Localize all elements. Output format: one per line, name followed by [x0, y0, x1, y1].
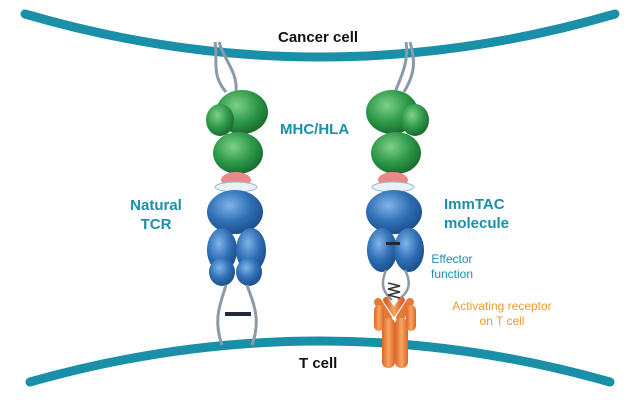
activating-receptor — [374, 297, 416, 368]
cancer-cell-membrane — [20, 9, 620, 62]
mhc-domain-right-bottom — [371, 132, 421, 174]
t-cell-label: T cell — [299, 355, 338, 372]
effector-function-label: Effector function — [430, 252, 474, 281]
immtac-domain-top — [366, 190, 422, 234]
mhc-hla-label: MHC/HLA — [280, 121, 350, 138]
natural-tcr-label: Natural TCR — [130, 197, 182, 233]
natural-tcr-complex — [206, 41, 268, 346]
disulfide-bond — [225, 312, 251, 316]
mhc-domain-left-bottom — [213, 132, 263, 174]
activating-receptor-label: Activating receptor on T cell — [452, 299, 552, 328]
cancer-cell-label: Cancer cell — [278, 29, 359, 46]
immtac-complex — [366, 41, 429, 368]
t-cell-membrane — [25, 336, 615, 387]
linker-spring — [387, 282, 401, 299]
tcr-domain-left-top — [207, 190, 263, 234]
immtac-molecule-label: ImmTAC molecule — [444, 196, 510, 232]
